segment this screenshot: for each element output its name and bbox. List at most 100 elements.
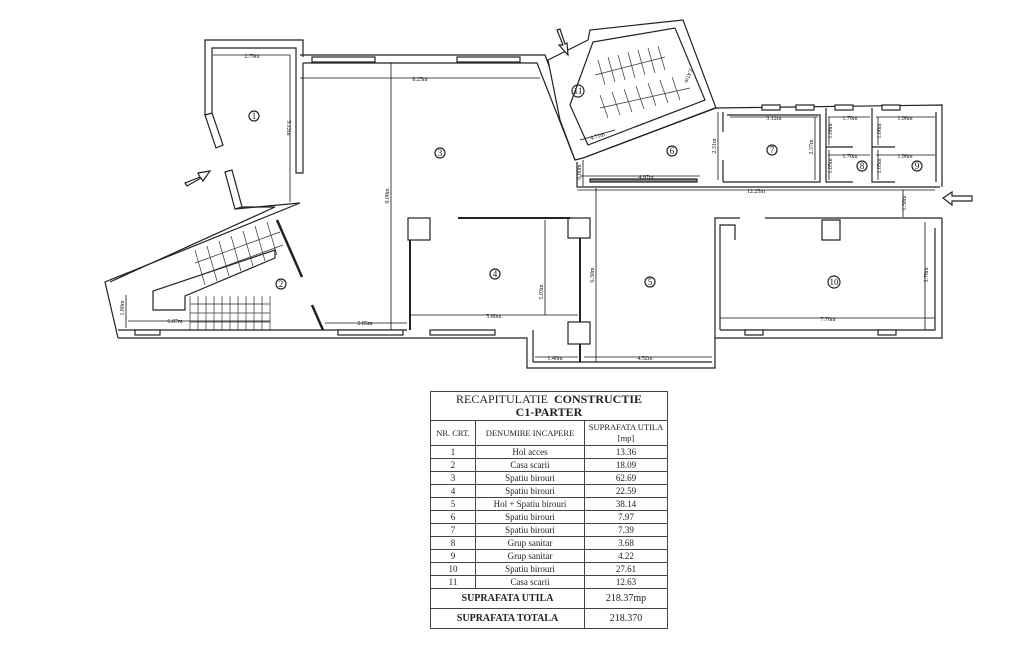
cell-area: 13.36 <box>584 445 668 459</box>
dim-label: 6.87m <box>167 319 183 325</box>
dim-label: 1.30m <box>902 195 908 211</box>
room-label-5: 5 <box>644 276 656 288</box>
dim-label: 3.12m <box>766 116 782 122</box>
dim-label: 1.40m <box>547 356 563 362</box>
svg-text:7: 7 <box>770 145 775 155</box>
cell-area: 7.97 <box>584 510 668 524</box>
room-label-10: 10 <box>827 275 841 289</box>
dim-label: 1.70m <box>842 116 858 122</box>
room-labels: 1 2 3 4 5 6 7 8 9 10 11 <box>248 84 923 290</box>
dim-label: 5.80m <box>486 314 502 320</box>
cell-nr: 2 <box>430 458 476 472</box>
cell-nr: 9 <box>430 549 476 563</box>
dim-label: 12.25m <box>747 189 766 195</box>
cell-area: 22.59 <box>584 484 668 498</box>
entrance-arrows <box>184 28 973 207</box>
dim-label: 7.76m <box>820 317 836 323</box>
room-label-11: 11 <box>571 84 585 98</box>
dim-label: 1.96m <box>897 154 913 160</box>
arrow-icon <box>184 170 212 187</box>
cell-nr: 7 <box>430 523 476 537</box>
util-row: SUPRAFATA UTILA 218.37mp <box>430 588 668 609</box>
dim-label: 0.80m <box>577 164 583 180</box>
dim-label: 1.06m <box>877 123 883 139</box>
util-value: 218.37mp <box>584 588 668 609</box>
arrow-icon <box>556 28 569 57</box>
stair-steps <box>189 45 691 331</box>
util-label: SUPRAFATA UTILA <box>430 588 585 609</box>
cell-area: 7.39 <box>584 523 668 537</box>
cell-name: Spatiu birouri <box>475 523 585 537</box>
cell-area: 4.22 <box>584 549 668 563</box>
dimension-labels: 2.79m 5.12m 8.25m 9.08m 5.80m 5.03m 1.40… <box>120 54 930 362</box>
dim-label: 4.52m <box>637 356 653 362</box>
cell-name: Hol acces <box>475 445 585 459</box>
dimension-lines <box>125 54 935 362</box>
dim-label: 1.96m <box>897 116 913 122</box>
cell-name: Spatiu birouri <box>475 471 585 485</box>
dim-label: 2.37m <box>809 139 815 155</box>
svg-text:1: 1 <box>252 111 257 121</box>
svg-text:6: 6 <box>670 146 675 156</box>
cell-name: Spatiu birouri <box>475 562 585 576</box>
dim-label: 1.80m <box>120 300 126 316</box>
room-label-3: 3 <box>434 147 446 159</box>
cell-nr: 5 <box>430 497 476 511</box>
header-area: SUPRAFATA UTILA [mp] <box>584 420 668 446</box>
room-label-7: 7 <box>766 144 778 156</box>
cell-name: Casa scarii <box>475 575 585 589</box>
svg-text:3: 3 <box>438 148 443 158</box>
total-label: SUPRAFATA TOTALA <box>430 608 585 629</box>
dim-label: 1.05m <box>877 158 883 174</box>
dim-label: 3.78m <box>924 267 930 283</box>
room-label-2: 2 <box>275 278 287 290</box>
svg-text:2: 2 <box>279 279 284 289</box>
cell-name: Spatiu birouri <box>475 484 585 498</box>
dim-label: 4.97m <box>638 175 654 181</box>
total-value: 218.370 <box>584 608 668 629</box>
cell-name: Casa scarii <box>475 458 585 472</box>
svg-text:8: 8 <box>860 161 865 171</box>
dim-label: 8.25m <box>412 77 428 83</box>
header-name: DENUMIRE INCAPERE <box>475 420 585 446</box>
dim-label: 1.06m <box>828 123 834 139</box>
svg-text:11: 11 <box>574 86 583 96</box>
dim-label: 6.30m <box>590 267 596 283</box>
arrow-icon <box>941 190 973 207</box>
dim-label: 1.05m <box>828 158 834 174</box>
svg-text:4: 4 <box>493 269 498 279</box>
room-label-4: 4 <box>489 268 501 280</box>
svg-text:5: 5 <box>648 277 653 287</box>
dim-label: 9.08m <box>385 188 391 204</box>
room-label-9: 9 <box>911 160 923 172</box>
dim-label: 5.12m <box>285 120 291 136</box>
cell-nr: 1 <box>430 445 476 459</box>
cell-nr: 4 <box>430 484 476 498</box>
total-row: SUPRAFATA TOTALA 218.370 <box>430 608 668 629</box>
cell-nr: 6 <box>430 510 476 524</box>
header-nr: NR. CRT. <box>430 420 476 446</box>
cell-area: 62.69 <box>584 471 668 485</box>
cell-name: Grup sanitar <box>475 549 585 563</box>
dim-label: 2.85m <box>357 321 373 327</box>
svg-text:9: 9 <box>915 161 920 171</box>
dim-label: 2.31m <box>712 138 718 154</box>
cell-area: 18.09 <box>584 458 668 472</box>
cell-nr: 3 <box>430 471 476 485</box>
svg-text:10: 10 <box>830 277 840 287</box>
dim-label: 2.41m <box>682 67 693 84</box>
dim-label: 4.71m <box>590 132 607 142</box>
